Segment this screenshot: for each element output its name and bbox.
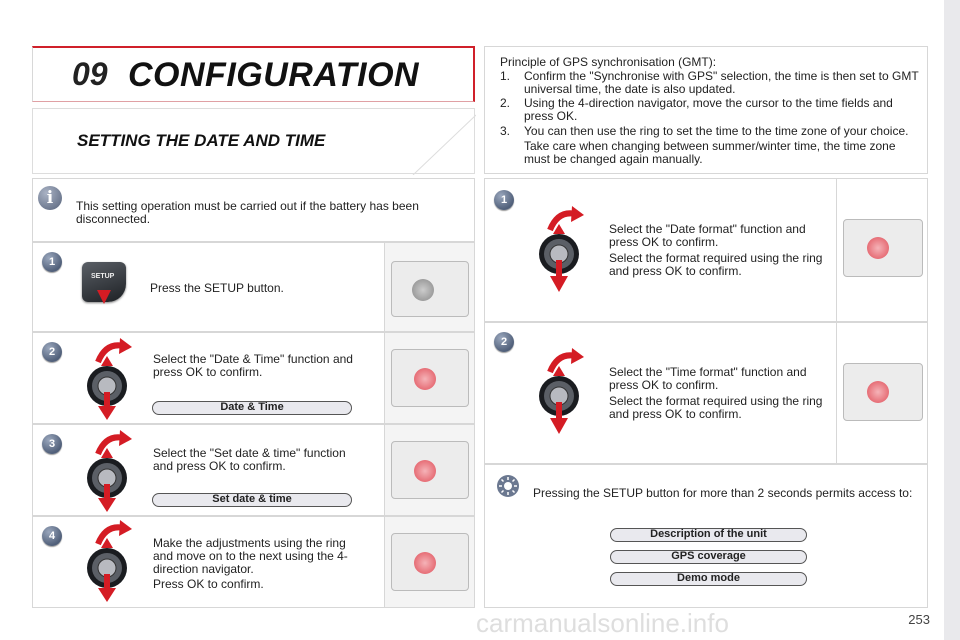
setup-button-label: SETUP: [91, 273, 115, 280]
gps-item-text: You can then use the ring to set the tim…: [524, 124, 909, 138]
left-step-4-confirm: Press OK to confirm.: [153, 577, 264, 591]
right-step-1-text: Select the "Date format" function and pr…: [609, 222, 806, 249]
radio-thumbnail: [384, 243, 474, 331]
navigator-ring-icon: [87, 520, 132, 602]
radio-thumbnail: [384, 425, 474, 515]
section-title-box: [32, 108, 476, 175]
navigator-ring-icon: [539, 348, 584, 434]
setup-button-image: SETUP: [82, 262, 126, 304]
step-badge: 4: [42, 526, 62, 546]
gps-heading: Principle of GPS synchronisation (GMT):: [500, 55, 717, 69]
right-step-2-text2: Select the format required using the rin…: [609, 394, 823, 421]
left-step-4-text: Make the adjustments using the ring and …: [153, 536, 348, 576]
menu-label-gps-coverage: GPS coverage: [610, 550, 807, 564]
info-note-panel: [32, 178, 475, 242]
navigator-ring-icon: [87, 430, 132, 512]
menu-label-date-time: Date & Time: [152, 401, 352, 415]
gps-note: Take care when changing between summer/w…: [524, 139, 896, 166]
radio-thumbnail: [384, 333, 474, 423]
tip-light-icon: [497, 475, 519, 497]
step-badge: 1: [494, 190, 514, 210]
left-step-3-text: Select the "Set date & time" function an…: [153, 446, 346, 473]
chapter-title: CONFIGURATION: [128, 56, 420, 94]
chapter-number: 09: [72, 56, 108, 92]
radio-thumbnail: [836, 179, 927, 321]
radio-thumbnail: [384, 517, 474, 607]
step-badge: 2: [42, 342, 62, 362]
step-badge: 2: [494, 332, 514, 352]
press-arrow-icon: [97, 290, 111, 304]
chapter-header: [32, 46, 475, 102]
gps-item-text: Using the 4-direction navigator, move th…: [524, 96, 893, 123]
menu-label-description: Description of the unit: [610, 528, 807, 542]
info-icon: i: [38, 186, 62, 210]
side-strip: [944, 0, 960, 640]
left-step-1-text: Press the SETUP button.: [150, 281, 284, 295]
right-step-1-text2: Select the format required using the rin…: [609, 251, 823, 278]
navigator-ring-icon: [87, 338, 132, 420]
watermark: carmanualsonline.info: [476, 608, 729, 638]
step-badge: 3: [42, 434, 62, 454]
menu-label-set-date-time: Set date & time: [152, 493, 352, 507]
left-step-2-text: Select the "Date & Time" function and pr…: [153, 352, 353, 379]
gps-item-number: 3.: [500, 124, 511, 138]
page-number: 253: [908, 612, 930, 627]
gps-item-number: 1.: [500, 69, 511, 83]
tip-text: Pressing the SETUP button for more than …: [533, 486, 913, 500]
menu-label-demo-mode: Demo mode: [610, 572, 807, 586]
radio-thumbnail: [836, 323, 927, 463]
info-note-text: This setting operation must be carried o…: [76, 199, 419, 226]
gps-item-number: 2.: [500, 96, 511, 110]
gps-panel: [484, 46, 928, 174]
corner-decoration: [412, 114, 476, 175]
right-step-2-text: Select the "Time format" function and pr…: [609, 365, 807, 392]
section-title: SETTING THE DATE AND TIME: [77, 131, 326, 150]
step-badge: 1: [42, 252, 62, 272]
navigator-ring-icon: [539, 206, 584, 292]
gps-item-text: Confirm the "Synchronise with GPS" selec…: [524, 69, 919, 96]
